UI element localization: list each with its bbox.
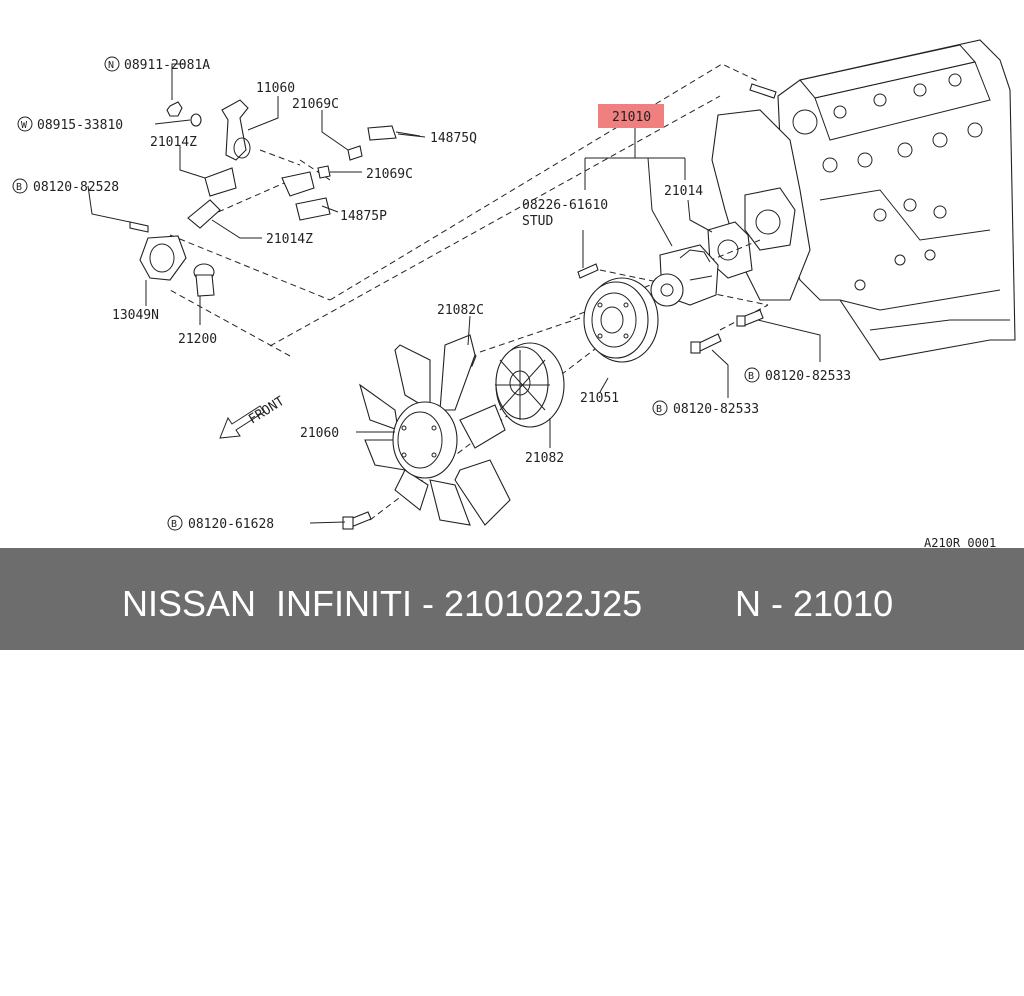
badge-b-letter: B bbox=[16, 182, 22, 193]
exploded-view-svg: FRONT N W B B B B 08911-2081A 08915-3381… bbox=[12, 39, 1016, 550]
badge-w-letter: W bbox=[21, 120, 28, 131]
thermostat-housing-13049n bbox=[139, 235, 187, 281]
leader-lines bbox=[87, 63, 821, 524]
bolt-82528 bbox=[129, 221, 149, 233]
label-21051: 21051 bbox=[580, 391, 619, 406]
footer-text: NISSAN INFINITI - 2101022J25 N - 21010 bbox=[0, 548, 1024, 650]
badge-b-82528: B bbox=[12, 178, 28, 194]
clip-21069c-b bbox=[317, 165, 331, 179]
badge-b-letter: B bbox=[748, 371, 754, 382]
washer-08915 bbox=[190, 113, 202, 127]
bolt-61628 bbox=[342, 511, 372, 530]
label-08120-61628: 08120-61628 bbox=[188, 517, 274, 532]
water-pump bbox=[650, 244, 719, 307]
label-21060: 21060 bbox=[300, 426, 339, 441]
highlight-box bbox=[598, 104, 664, 128]
label-08915-33810: 08915-33810 bbox=[37, 118, 123, 133]
label-08226-61610: 08226-61610 bbox=[522, 198, 608, 213]
parts-diagram: FRONT N W B B B B 08911-2081A 08915-3381… bbox=[12, 39, 1016, 550]
label-08120-82533-a: 08120-82533 bbox=[765, 369, 851, 384]
label-08120-82528: 08120-82528 bbox=[33, 180, 119, 195]
badge-n-letter: N bbox=[108, 60, 114, 71]
hose-21014z-a bbox=[204, 167, 237, 197]
diagram-reference: A210R 0001 bbox=[924, 536, 996, 548]
bolt-82533-a bbox=[736, 309, 764, 327]
pulley bbox=[583, 277, 659, 363]
engine-block bbox=[759, 39, 1016, 361]
hose-21014z-b bbox=[187, 199, 221, 229]
label-21082: 21082 bbox=[525, 451, 564, 466]
badge-b-61628: B bbox=[167, 515, 183, 531]
fan-clutch bbox=[495, 342, 565, 428]
label-11060: 11060 bbox=[256, 81, 295, 96]
label-21014z-b: 21014Z bbox=[266, 232, 313, 247]
bolt-82533-b bbox=[690, 333, 722, 354]
thermostat-21200 bbox=[193, 263, 215, 297]
footer-part-number: NISSAN INFINITI - 2101022J25 bbox=[122, 583, 643, 624]
front-label: FRONT bbox=[246, 394, 287, 428]
label-08911-2081a: 08911-2081A bbox=[124, 58, 210, 73]
label-21014: 21014 bbox=[664, 184, 703, 199]
label-14875q: 14875Q bbox=[430, 131, 477, 146]
sensor-14875p bbox=[281, 171, 331, 221]
label-13049n: 13049N bbox=[112, 308, 159, 323]
label-21082c: 21082C bbox=[437, 303, 484, 318]
badge-n: N bbox=[104, 56, 120, 72]
label-08120-82533-b: 08120-82533 bbox=[673, 402, 759, 417]
label-stud: STUD bbox=[522, 214, 553, 229]
label-14875p: 14875P bbox=[340, 209, 387, 224]
footer-bar: NISSAN INFINITI - 2101022J25 N - 21010 bbox=[0, 548, 1024, 650]
front-arrow: FRONT bbox=[219, 394, 287, 439]
label-21069c-a: 21069C bbox=[292, 97, 339, 112]
badge-b-letter: B bbox=[656, 404, 662, 415]
footer-catalog-ref: N - 21010 bbox=[735, 583, 894, 624]
badge-b-letter: B bbox=[171, 519, 177, 530]
water-outlet-11060 bbox=[221, 99, 251, 161]
label-21010: 21010 bbox=[612, 110, 651, 125]
sensor-14875q bbox=[367, 125, 421, 141]
badge-w: W bbox=[17, 116, 33, 132]
nut-08911 bbox=[166, 101, 183, 117]
badge-b-82533-a: B bbox=[744, 367, 760, 383]
label-21014z-a: 21014Z bbox=[150, 135, 197, 150]
clip-21069c-a bbox=[347, 145, 363, 161]
badge-b-82533-b: B bbox=[652, 400, 668, 416]
stud bbox=[577, 83, 777, 279]
label-21200: 21200 bbox=[178, 332, 217, 347]
label-21069c-b: 21069C bbox=[366, 167, 413, 182]
cooling-fan bbox=[359, 334, 511, 526]
